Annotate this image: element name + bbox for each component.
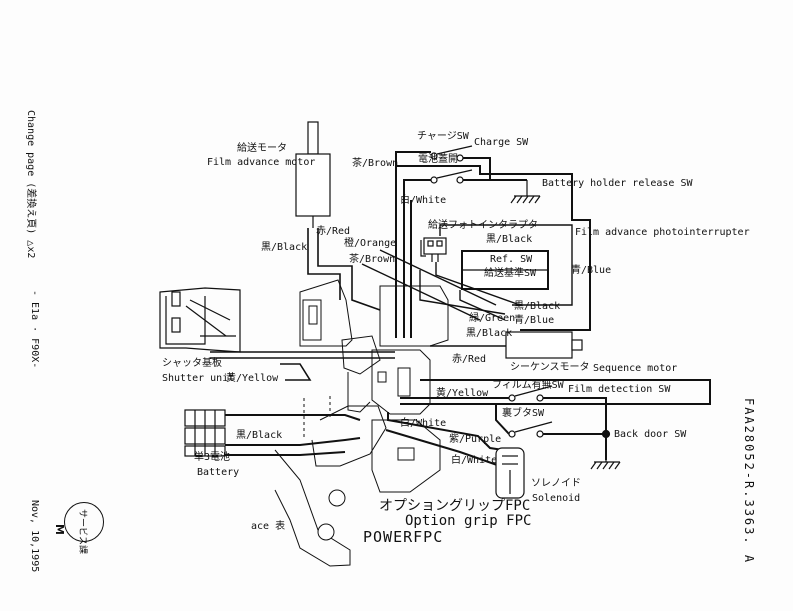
sequence-motor-label-jp: シーケンスモータ — [510, 362, 590, 373]
battery-holder-label-jp: 電池蓋開 — [418, 154, 458, 165]
film-detection-label-jp: フィルム有無SW — [492, 380, 564, 391]
ground-symbol-bottom — [590, 460, 621, 470]
charge-switch — [430, 145, 473, 162]
wire-label-brown-1: 茶/Brown — [352, 158, 399, 169]
charge-switch-label-jp: チャージSW — [417, 131, 469, 142]
bottom-wires — [385, 379, 711, 467]
solenoid — [495, 447, 525, 499]
right-wires — [361, 224, 573, 321]
wire-label-blue-2: 青/Blue — [514, 315, 555, 326]
battery-label-jp: 単3電池 — [194, 452, 231, 463]
ref-switch — [461, 250, 549, 290]
battery-holder-switch — [430, 169, 473, 184]
photointerrupter-label: Film advance photointerrupter — [575, 227, 750, 238]
wire-label-red-1: 赤/Red — [316, 226, 351, 237]
solenoid-label: Solenoid — [532, 493, 581, 504]
shutter-unit — [159, 287, 241, 353]
option-grip-fpc-label: Option grip FPC — [405, 513, 532, 529]
power-fpc-label: POWERFPC — [363, 528, 444, 546]
photointerrupter — [420, 237, 447, 262]
wire-label-yellow-2: 黄/Yellow — [436, 388, 489, 399]
option-grip-fpc-label-jp: オプショングリップFPC — [379, 498, 531, 514]
battery — [184, 409, 226, 457]
back-door-switch — [508, 421, 553, 438]
motor-wires — [307, 228, 381, 311]
switch-wires — [395, 151, 591, 338]
main-fpc — [299, 279, 449, 415]
change-page-note: Change page (差換え頁) △x2 — [25, 110, 36, 259]
ace-label: ace 表 — [251, 521, 286, 532]
service-stamp — [64, 502, 104, 542]
ref-switch-label: Ref. SW — [490, 254, 533, 265]
shutter-unit-label-jp: シャッタ基板 — [162, 358, 222, 369]
wire-label-black-3: 黒/Black — [514, 301, 561, 312]
battery-label: Battery — [197, 467, 240, 478]
wire-label-black-4: 黒/Black — [466, 328, 513, 339]
ref-switch-label-jp: 給送基準SW — [484, 268, 537, 279]
wire-label-orange: 橙/Orange — [344, 238, 397, 249]
film-advance-motor-label: Film advance motor — [207, 157, 316, 168]
date: Nov, 10,1995 — [29, 500, 40, 573]
model-number: - E1a · F90X- — [29, 290, 40, 369]
wire-label-brown-2: 茶/Brown — [349, 254, 396, 265]
document-number: FAA28052-R.3363. A — [742, 398, 756, 565]
wire-label-white-3: 白/White — [451, 455, 498, 466]
wire-label-yellow-1: 黄/Yellow — [226, 373, 279, 384]
wire-label-black-5: 黒/Black — [236, 430, 283, 441]
shutter-unit-label: Shutter unit — [162, 373, 235, 384]
wire-label-blue-1: 青/Blue — [571, 265, 612, 276]
ground-symbol-top — [510, 180, 541, 204]
service-stamp-text: サービス課 — [77, 509, 87, 555]
option-grip-fpc — [371, 419, 441, 493]
shutter-wires — [210, 351, 395, 381]
charge-switch-label: Charge SW — [474, 137, 529, 148]
photointerrupter-label-jp: 給送フォトインタラプタ — [428, 220, 538, 231]
sequence-motor-label: Sequence motor — [593, 363, 678, 374]
solenoid-label-jp: ソレノイド — [531, 478, 581, 489]
wire-label-white-2: 白/White — [400, 418, 447, 429]
film-detection-label: Film detection SW — [568, 384, 671, 395]
back-door-node — [601, 429, 611, 439]
wire-label-purple: 紫/Purple — [449, 434, 502, 445]
power-fpc — [274, 396, 387, 567]
service-stamp-mark: M — [53, 524, 66, 535]
wire-label-green: 緑/Green — [469, 313, 516, 324]
wire-label-black-1: 黒/Black — [486, 234, 533, 245]
wire-label-red-2: 赤/Red — [452, 354, 487, 365]
film-advance-motor — [295, 121, 331, 228]
back-door-label-jp: 裏ブタSW — [502, 408, 545, 419]
battery-holder-release-label: Battery holder release SW — [542, 178, 693, 189]
back-door-label: Back door SW — [614, 429, 687, 440]
wire-label-white-1: 白/White — [400, 195, 447, 206]
wire-label-black-2: 黒/Black — [261, 242, 308, 253]
battery-wires — [225, 414, 361, 456]
film-advance-motor-label-jp: 給送モータ — [237, 143, 287, 154]
sequence-motor — [430, 331, 583, 359]
